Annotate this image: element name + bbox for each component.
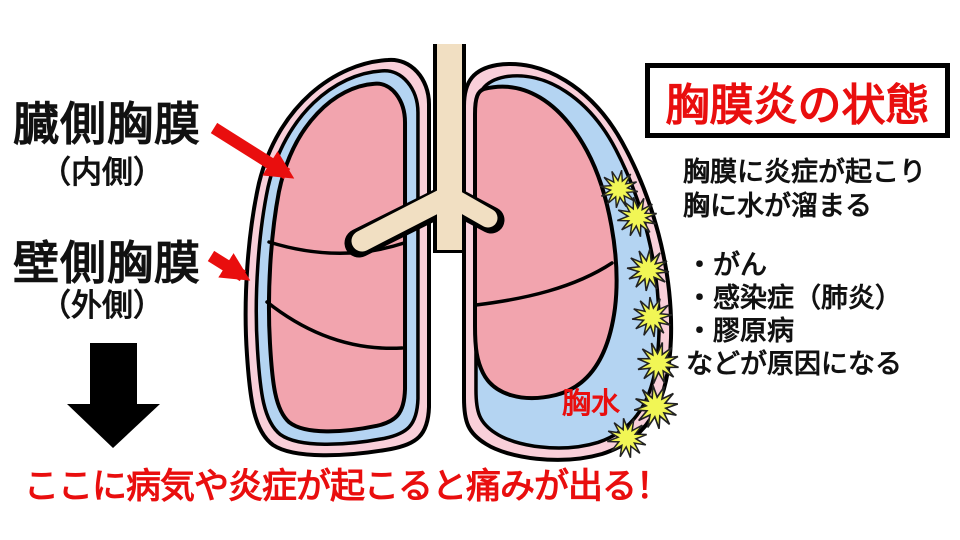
panel-title-box: 胸膜炎の状態: [645, 63, 950, 138]
left-lung-fissure-lower: [265, 300, 404, 351]
cause-item-cancer: ・がん: [686, 250, 767, 280]
parietal-pleura-label: 壁側胸膜: [13, 237, 201, 289]
parietal-pointer-arrow: [207, 250, 251, 282]
bottom-note: ここに病気や炎症が起こると痛みが出る！: [24, 467, 671, 506]
right-lung-tissue: [473, 84, 619, 400]
left-lung: [243, 57, 431, 458]
cause-list: ・がん ・感染症（肺炎） ・膠原病 などが原因になる: [686, 249, 902, 381]
cause-list-footer: などが原因になる: [686, 349, 902, 379]
visceral-pleura-sublabel: （内側）: [40, 155, 164, 190]
cause-item-infection: ・感染症（肺炎）: [686, 283, 902, 313]
left-lung-fissure-upper: [267, 240, 406, 255]
panel-description-line2: 胸に水が溜まる: [683, 191, 872, 221]
panel-title: 胸膜炎の状態: [665, 80, 930, 130]
right-lung-fissure: [474, 261, 614, 307]
down-arrow-icon: [67, 343, 160, 448]
panel-description-line1: 胸膜に炎症が起こり: [683, 157, 926, 187]
effusion-label: 胸水: [562, 388, 621, 420]
panel-description: 胸膜に炎症が起こり 胸に水が溜まる: [683, 155, 926, 223]
trachea-icon: [344, 44, 505, 258]
visceral-pleura-label: 臓側胸膜: [13, 98, 201, 150]
parietal-pleura-sublabel: （外側）: [40, 288, 164, 323]
visceral-pointer-arrow: [210, 122, 295, 180]
cause-item-collagen-disease: ・膠原病: [686, 316, 794, 346]
right-lung: [462, 62, 674, 462]
